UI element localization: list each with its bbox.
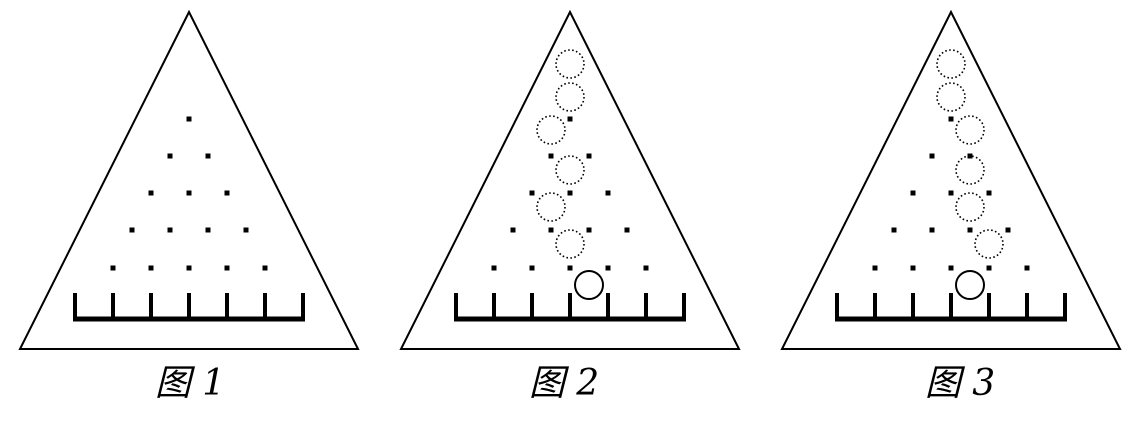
peg [148,190,154,196]
board-1 [18,9,360,350]
peg [567,190,573,196]
peg [910,265,916,271]
ball-path-position [536,192,566,222]
peg [148,265,154,271]
peg [948,190,954,196]
peg [548,227,554,233]
peg [872,265,878,271]
peg [186,265,192,271]
ball-path-position [974,229,1004,259]
peg [224,265,230,271]
peg [224,190,230,196]
peg [167,153,173,159]
peg [986,265,992,271]
peg [929,227,935,233]
ball-path-position [555,155,585,185]
peg [186,190,192,196]
ball-path-position [955,115,985,145]
board-3 [780,9,1122,350]
figure-caption-2: 图 2 [528,363,600,404]
peg [167,227,173,233]
peg [605,190,611,196]
peg [205,153,211,159]
peg [186,116,192,122]
peg [624,227,630,233]
peg [929,153,935,159]
peg [243,227,249,233]
ball-path-position [536,115,566,145]
peg [948,116,954,122]
peg [948,265,954,271]
peg [986,190,992,196]
peg [586,153,592,159]
peg [891,227,897,233]
peg [129,227,135,233]
peg [967,227,973,233]
peg [529,190,535,196]
triangle-outline [18,9,360,350]
peg [529,265,535,271]
peg [567,265,573,271]
ball-path-position [936,49,966,79]
peg [262,265,268,271]
ball-path-position [555,229,585,259]
ball [955,270,985,300]
peg [643,265,649,271]
peg [205,227,211,233]
peg [491,265,497,271]
figure-caption-1: 图 1 [154,363,226,404]
ball [574,270,604,300]
peg [110,265,116,271]
triangle-outline [399,9,741,350]
figure-caption-3: 图 3 [924,363,996,404]
peg [567,116,573,122]
peg [1005,227,1011,233]
peg [1024,265,1030,271]
peg [605,265,611,271]
peg [548,153,554,159]
ball-path-position [955,192,985,222]
peg [510,227,516,233]
ball-path-position [936,82,966,112]
ball-path-position [555,82,585,112]
board-2 [399,9,741,350]
peg [910,190,916,196]
triangle-outline [780,9,1122,350]
peg [586,227,592,233]
ball-path-position [555,49,585,79]
ball-path-position [955,155,985,185]
